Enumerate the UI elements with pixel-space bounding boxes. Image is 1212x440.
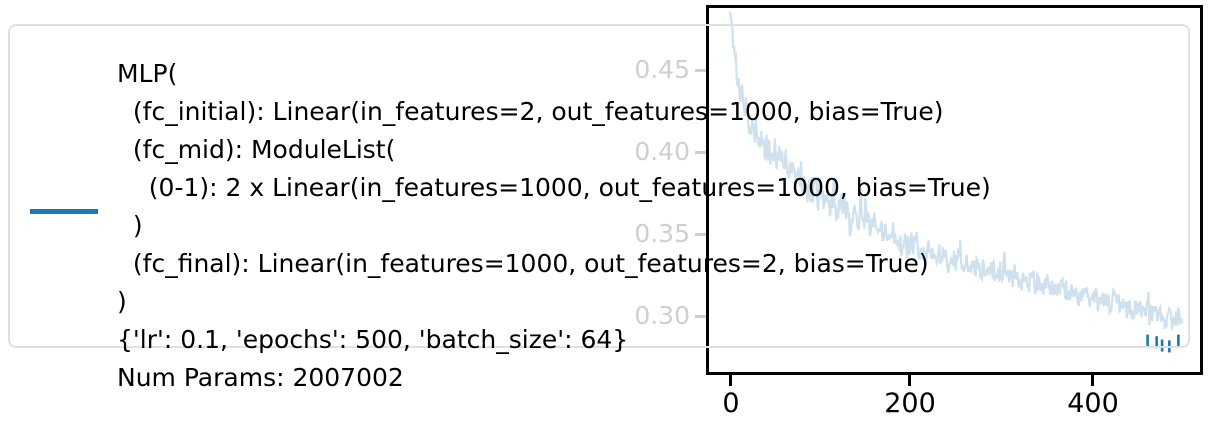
y-tick-label-035: 0.35 [634,219,690,248]
legend-line-1: (fc_initial): Linear(in_features=2, out_… [117,97,944,126]
legend-line-4: ) [117,211,143,240]
y-tick-label-030: 0.30 [634,301,690,330]
training-loss-line [728,11,1184,331]
legend-line-8: Num Params: 2007002 [117,363,404,392]
x-tick-mark-0 [729,375,732,386]
plot-axes-frame [706,5,1203,375]
x-tick-mark-400 [1091,375,1094,386]
plot-canvas [709,8,1200,372]
legend-line-sample [30,209,98,214]
y-tick-label-040: 0.40 [634,137,690,166]
legend-line-6: ) [117,287,127,316]
y-tick-label-045: 0.45 [634,55,690,84]
x-tick-label-200: 200 [884,388,936,419]
legend-line-3: (0-1): 2 x Linear(in_features=1000, out_… [117,173,991,202]
y-tick-mark-035 [695,233,706,236]
y-tick-mark-030 [695,315,706,318]
y-tick-mark-045 [695,69,706,72]
legend-line-5: (fc_final): Linear(in_features=1000, out… [117,249,929,278]
x-tick-mark-200 [908,375,911,386]
legend-line-0: MLP( [117,59,178,88]
legend-label-text: MLP( (fc_initial): Linear(in_features=2,… [117,55,991,397]
x-tick-label-0: 0 [722,388,740,419]
validation-loss-line [1146,334,1180,353]
y-tick-mark-040 [695,151,706,154]
loss-curve-svg [728,11,1184,353]
x-tick-label-400: 400 [1067,388,1119,419]
legend-line-7: {'lr': 0.1, 'epochs': 500, 'batch_size':… [117,325,629,354]
legend-line-2: (fc_mid): ModuleList( [117,135,396,164]
legend-box: MLP( (fc_initial): Linear(in_features=2,… [8,24,1190,392]
